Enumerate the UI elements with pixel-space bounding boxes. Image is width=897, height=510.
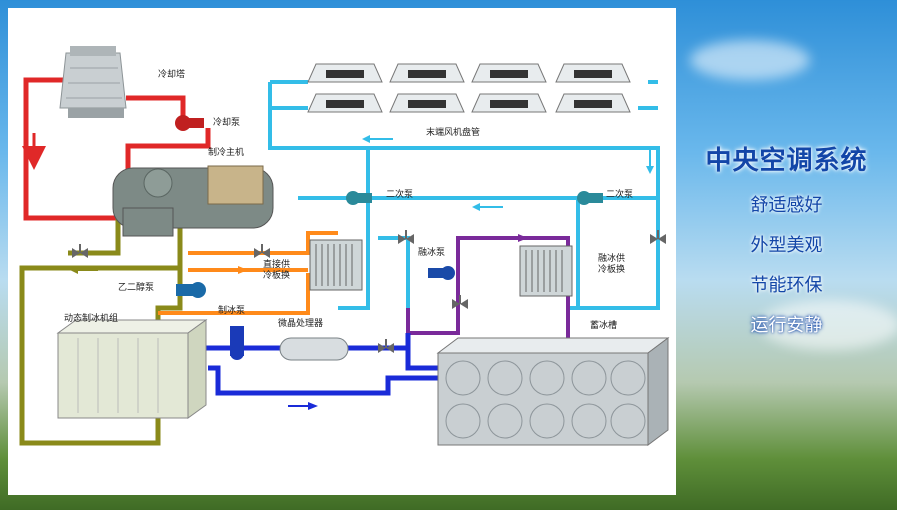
hvac-diagram	[19, 46, 670, 446]
label-microcrystal-processor: 微晶处理器	[278, 319, 324, 329]
fan-coil-icon	[307, 93, 383, 113]
pump-icon	[346, 191, 372, 205]
ice-melt-pipe	[406, 236, 570, 358]
fan-coil-icon	[555, 93, 631, 113]
fan-coil-icon	[471, 93, 547, 113]
ice-tank-icon	[436, 337, 670, 446]
flow-arrow-icon	[472, 203, 480, 211]
feature-item: 节能环保	[750, 275, 823, 296]
label-glycol-pump: 乙二醇泵	[118, 283, 155, 293]
heat-exchanger-icon	[519, 245, 573, 297]
fan-coil-icon	[555, 63, 631, 83]
dynamic-ice-unit-icon	[56, 319, 208, 419]
label-ice-tank: 蓄冰槽	[590, 321, 618, 331]
feature-item: 运行安静	[750, 315, 823, 336]
valve-icon	[254, 244, 270, 258]
label-secondary-pump-left: 二次泵	[386, 190, 414, 200]
label-secondary-pump-right: 二次泵	[606, 190, 634, 200]
fan-coil-icon	[307, 63, 383, 83]
feature-panel: 中央空调系统 舒适感好 外型美观 节能环保 运行安静	[684, 140, 889, 337]
feature-item: 舒适感好	[750, 195, 823, 216]
pump-icon	[176, 282, 206, 298]
pump-icon	[428, 266, 455, 280]
feature-title: 中央空调系统	[705, 146, 868, 176]
valve-icon	[452, 295, 468, 309]
valve-icon	[72, 244, 88, 258]
cooling-tower-icon	[59, 46, 127, 118]
valve-icon	[398, 230, 414, 244]
flow-arrow-icon	[70, 266, 78, 274]
label-ice-melt-pump: 融冰泵	[418, 248, 446, 258]
fan-coil-icon	[389, 93, 465, 113]
label-ice-melt-hx: 融冰供 冷板换	[598, 254, 626, 275]
fan-coil-units	[307, 63, 631, 113]
pump-icon	[175, 115, 204, 131]
label-chiller: 制冷主机	[208, 148, 245, 158]
background-cloud	[760, 300, 897, 350]
feature-item: 外型美观	[750, 235, 823, 256]
flow-arrow-icon	[362, 135, 370, 143]
heat-exchanger-icon	[309, 239, 363, 291]
fan-coil-icon	[389, 63, 465, 83]
flow-arrow-icon	[646, 166, 654, 174]
pump-icon	[230, 326, 244, 360]
flow-arrow-icon	[518, 234, 528, 242]
flow-arrow-icon	[308, 402, 318, 410]
label-dynamic-ice-unit: 动态制冰机组	[64, 314, 119, 324]
chiller-icon	[112, 165, 274, 237]
fan-coil-icon	[471, 63, 547, 83]
label-ice-making-pump: 制冰泵	[218, 306, 246, 316]
valve-icon	[378, 339, 394, 353]
label-direct-supply-hx: 直接供 冷板换	[263, 260, 291, 281]
label-fan-coils: 末端风机盘管	[426, 128, 481, 138]
background-cloud	[690, 40, 810, 80]
pump-icon	[577, 191, 603, 205]
valve-icon	[650, 230, 666, 244]
label-cooling-pump: 冷却泵	[213, 118, 241, 128]
label-cooling-tower: 冷却塔	[158, 70, 186, 80]
flow-arrow-icon	[238, 266, 248, 274]
diagram-panel: 冷却塔 冷却泵 制冷主机 末端风机盘管 二次泵 二次泵 直接供 冷板换 融冰泵 …	[8, 8, 676, 495]
microcrystal-processor-icon	[279, 337, 349, 361]
